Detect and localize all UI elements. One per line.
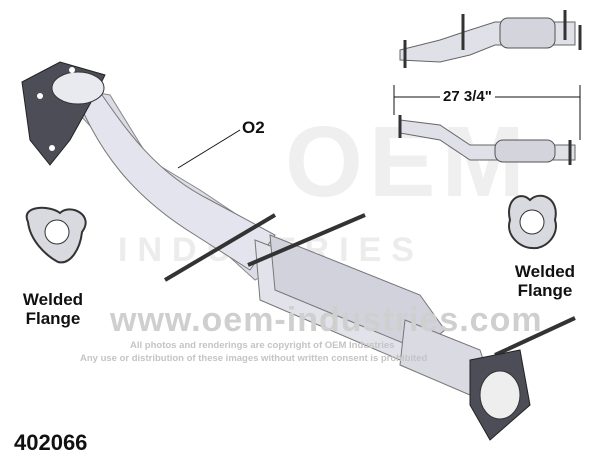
part-number: 402066 (14, 430, 88, 455)
watermark-url: www.oem-industries.com (110, 301, 543, 339)
o2-leader-line (177, 129, 241, 169)
thumbnail-side (398, 115, 576, 165)
welded-flange-label-left: Welded Flange (22, 290, 84, 328)
main-converter-drawing (21, 61, 576, 441)
welded-flange-label-right: Welded Flange (514, 262, 576, 300)
right-gasket (508, 194, 557, 250)
watermark-copyright-1: All photos and renderings are copyright … (130, 340, 395, 351)
watermark-copyright-2: Any use or distribution of these images … (80, 353, 428, 364)
o2-sensor-label: O2 (242, 118, 265, 137)
left-gasket (25, 206, 87, 264)
length-dimension: 27 3/4" (440, 88, 495, 106)
thumbnail-top (399, 10, 582, 68)
